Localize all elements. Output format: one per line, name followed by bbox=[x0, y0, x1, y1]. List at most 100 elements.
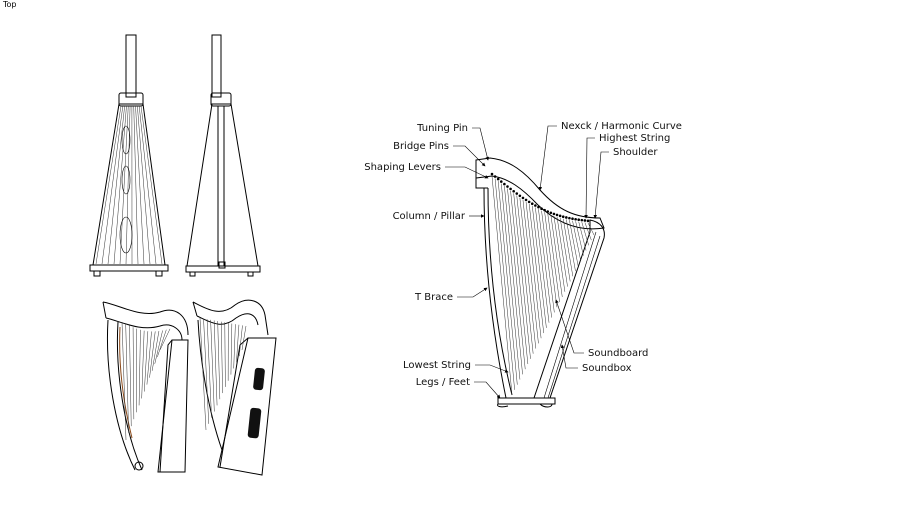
harp-string bbox=[538, 209, 552, 318]
perspective-string bbox=[129, 325, 132, 427]
tuning-pin-dot bbox=[499, 180, 503, 183]
front-string bbox=[119, 105, 129, 265]
harp-front-view bbox=[89, 34, 169, 277]
tuning-pin-dot bbox=[518, 194, 522, 198]
callouts: Tuning Pin Bridge Pins Shaping Levers Co… bbox=[364, 121, 682, 399]
label-soundbox: Soundbox bbox=[582, 363, 632, 374]
harp-string bbox=[510, 190, 529, 365]
tuning-pin-dot bbox=[530, 202, 534, 206]
tuning-pin-dot bbox=[527, 200, 531, 204]
perspective-string bbox=[149, 331, 156, 378]
view-label: Top bbox=[3, 0, 17, 9]
harp-string bbox=[501, 183, 521, 380]
perspective-string bbox=[144, 331, 149, 392]
perspective-string bbox=[233, 324, 236, 369]
harp-string bbox=[562, 218, 574, 277]
tuning-pin-dot bbox=[574, 217, 577, 221]
tuning-pin-dot bbox=[555, 213, 559, 217]
tuning-pin-dot bbox=[571, 217, 574, 221]
tuning-pin-dot bbox=[583, 219, 587, 222]
front-string bbox=[95, 105, 122, 265]
harp-string bbox=[587, 222, 595, 236]
harp-string bbox=[544, 212, 558, 308]
harp-string bbox=[559, 217, 571, 282]
harp-string bbox=[581, 222, 589, 246]
front-string bbox=[135, 105, 145, 265]
tuning-pin-dot bbox=[521, 196, 525, 200]
tuning-pin-dot bbox=[506, 185, 509, 188]
tuning-pin-dot bbox=[503, 182, 506, 186]
harp-string bbox=[497, 181, 518, 385]
tuning-pin-dot bbox=[509, 187, 512, 191]
label-column-pillar: Column / Pillar bbox=[393, 211, 466, 222]
harp-string bbox=[556, 216, 568, 287]
harp-string bbox=[513, 193, 531, 359]
harp-string bbox=[572, 220, 582, 261]
tuning-pin-dot bbox=[515, 192, 519, 195]
harp-string bbox=[516, 195, 534, 354]
label-neck-curve: Nexck / Harmonic Curve bbox=[561, 121, 682, 132]
label-t-brace: T Brace bbox=[414, 292, 453, 303]
tuning-pin-dot bbox=[586, 219, 590, 223]
perspective-string bbox=[151, 331, 160, 371]
tuning-pin-dot bbox=[558, 214, 562, 218]
tuning-pin-dot bbox=[496, 177, 500, 181]
harp-string bbox=[507, 188, 526, 370]
harp-string bbox=[519, 197, 537, 349]
tuning-pin-dot bbox=[490, 172, 494, 176]
harp-string bbox=[575, 221, 584, 256]
front-string bbox=[140, 105, 163, 265]
perspective-string bbox=[206, 319, 212, 418]
harp-perspective-front bbox=[102, 301, 189, 473]
label-lowest-string: Lowest String bbox=[403, 360, 471, 371]
perspective-string bbox=[199, 317, 207, 431]
perspective-string bbox=[230, 323, 233, 375]
perspective-string bbox=[217, 321, 221, 400]
perspective-string bbox=[141, 330, 145, 399]
label-legs-feet: Legs / Feet bbox=[416, 377, 470, 388]
harp-string bbox=[528, 203, 544, 334]
harp-string bbox=[532, 205, 547, 328]
label-shaping-levers: Shaping Levers bbox=[364, 162, 441, 173]
perspective-string bbox=[241, 325, 247, 351]
label-shoulder: Shoulder bbox=[613, 147, 658, 158]
harp-string bbox=[584, 222, 592, 241]
harp-string bbox=[541, 210, 555, 313]
label-soundboard: Soundboard bbox=[588, 348, 648, 359]
tuning-pin-dot bbox=[552, 212, 556, 216]
harp-string bbox=[504, 186, 523, 375]
tuning-pin-dot bbox=[580, 218, 584, 222]
tuning-pin-dot bbox=[546, 210, 550, 213]
perspective-string bbox=[213, 320, 218, 406]
harp-string bbox=[525, 201, 542, 339]
perspective-string bbox=[154, 330, 163, 364]
tuning-pin-dot bbox=[537, 205, 540, 209]
tuning-pin-dot bbox=[561, 215, 565, 218]
front-string bbox=[107, 105, 125, 265]
front-string bbox=[137, 105, 151, 265]
label-highest-string: Highest String bbox=[599, 133, 670, 144]
perspective-string bbox=[210, 319, 215, 412]
perspective-string bbox=[238, 325, 243, 357]
tuning-pin-dot bbox=[534, 204, 537, 207]
harp-string bbox=[578, 221, 587, 251]
tuning-pin-dot bbox=[512, 189, 515, 193]
tuning-pin-dot bbox=[568, 216, 571, 220]
tuning-pin-dot bbox=[549, 211, 553, 215]
perspective-string bbox=[132, 327, 135, 420]
harp-string bbox=[566, 219, 576, 272]
tuning-pin-dot bbox=[540, 207, 543, 211]
tuning-pin-dot bbox=[524, 198, 528, 202]
harp-string bbox=[550, 214, 563, 297]
perspective-string bbox=[146, 331, 152, 385]
front-string bbox=[138, 105, 157, 265]
tuning-pin-dot bbox=[493, 175, 497, 178]
perspective-string bbox=[220, 321, 223, 394]
tuning-pin-dot bbox=[565, 216, 568, 219]
perspective-string bbox=[121, 321, 127, 441]
tuning-pin-dot bbox=[543, 208, 546, 212]
harp-side-view bbox=[185, 34, 261, 277]
harp-string bbox=[553, 215, 566, 292]
perspective-string bbox=[236, 324, 240, 363]
